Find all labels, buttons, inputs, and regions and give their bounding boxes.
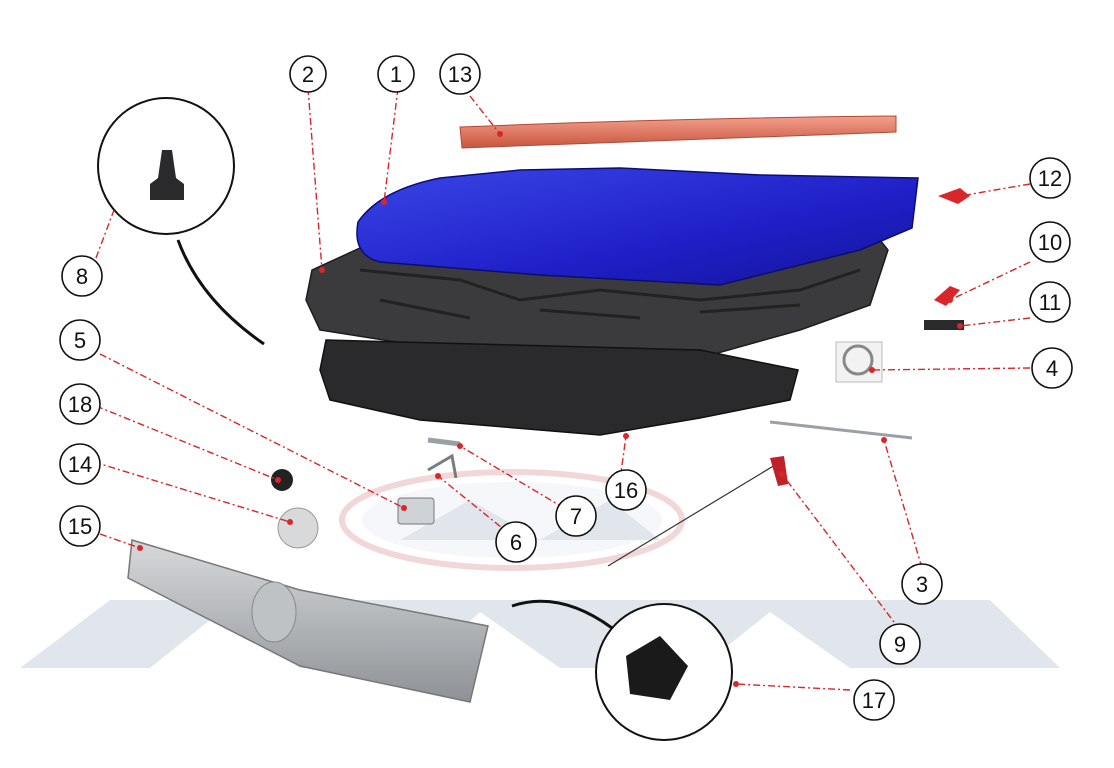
svg-text:17: 17 xyxy=(862,688,886,713)
spring-part-7 xyxy=(427,437,461,447)
svg-text:4: 4 xyxy=(1046,356,1058,381)
svg-text:2: 2 xyxy=(302,62,314,87)
cable-handle-part xyxy=(770,456,788,486)
callout-12: 12 xyxy=(1029,157,1071,199)
support-rod-part xyxy=(769,420,913,440)
marker-dots xyxy=(137,131,963,687)
hood-part xyxy=(356,167,919,286)
insulation-pad-part xyxy=(319,339,799,436)
svg-text:10: 10 xyxy=(1038,230,1062,255)
callout-11: 11 xyxy=(1029,281,1071,323)
emblem-part-14 xyxy=(277,507,319,549)
svg-text:3: 3 xyxy=(916,572,928,597)
svg-text:12: 12 xyxy=(1038,166,1062,191)
clip-part-12 xyxy=(938,188,970,204)
svg-text:9: 9 xyxy=(894,632,906,657)
callout-9: 9 xyxy=(879,623,921,665)
callout-13: 13 xyxy=(439,53,481,95)
callout-4: 4 xyxy=(1031,347,1073,389)
svg-text:11: 11 xyxy=(1039,290,1062,315)
callout-10: 10 xyxy=(1029,221,1071,263)
hood-lock-part xyxy=(835,341,883,383)
zoom-leader-8 xyxy=(176,239,265,346)
latch-part-5 xyxy=(397,497,435,525)
svg-text:5: 5 xyxy=(74,328,86,353)
pad-part-11 xyxy=(924,320,964,330)
callout-3: 3 xyxy=(901,563,943,605)
callout-8: 8 xyxy=(61,255,103,297)
inner-frame-ribs xyxy=(359,268,861,320)
release-cable-part xyxy=(607,461,781,567)
grille-emblem-mount xyxy=(251,581,297,643)
seal-strip-part xyxy=(459,115,897,149)
callout-2: 2 xyxy=(289,55,327,93)
svg-text:18: 18 xyxy=(68,392,92,417)
grille-clip-part-17 xyxy=(626,636,688,700)
hinge-part-6 xyxy=(427,453,458,479)
svg-text:16: 16 xyxy=(614,478,638,503)
leader-lines xyxy=(93,87,1031,691)
callout-17: 17 xyxy=(853,679,895,721)
callout-15: 15 xyxy=(59,505,101,547)
svg-text:7: 7 xyxy=(570,504,582,529)
callout-18: 18 xyxy=(59,383,101,425)
grille-part xyxy=(127,539,489,703)
callout-1: 1 xyxy=(377,55,415,93)
bumper-stop-part-8 xyxy=(150,150,184,200)
svg-text:13: 13 xyxy=(448,62,472,87)
emblem-ring-part-18 xyxy=(271,469,293,491)
hook-part-10 xyxy=(934,286,960,306)
callout-5: 5 xyxy=(59,319,101,361)
callout-6: 6 xyxy=(495,521,537,563)
svg-text:6: 6 xyxy=(510,530,522,555)
callout-16: 16 xyxy=(605,469,647,511)
svg-text:15: 15 xyxy=(68,514,92,539)
svg-text:8: 8 xyxy=(76,264,88,289)
zoom-leader-17 xyxy=(511,599,613,630)
callout-14: 14 xyxy=(59,443,101,485)
callout-7: 7 xyxy=(555,495,597,537)
svg-text:14: 14 xyxy=(68,452,92,477)
svg-text:1: 1 xyxy=(390,62,402,87)
